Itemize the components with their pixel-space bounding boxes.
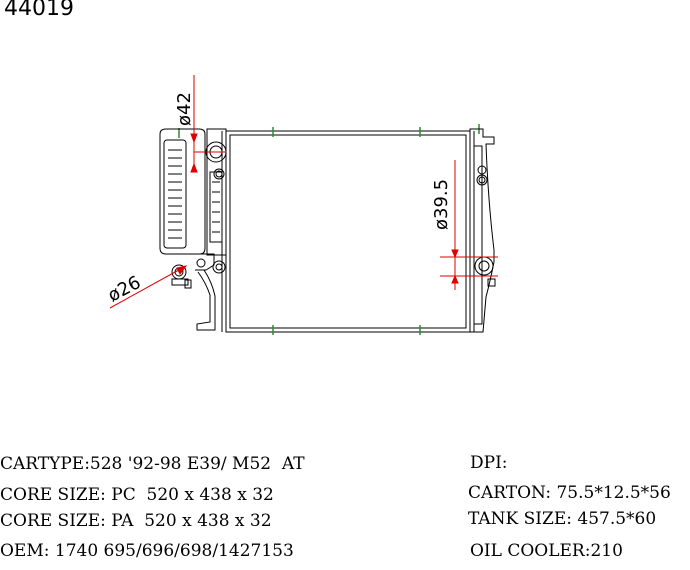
spec-oil-cooler: OIL COOLER:210 — [470, 541, 623, 561]
right-tank — [469, 128, 496, 333]
spec-core-size-pa: CORE SIZE: PA 520 x 438 x 32 — [0, 511, 272, 531]
radiator-drawing: ø42 ø39.5 ø26 — [104, 75, 498, 335]
spec-dpi: DPI: — [470, 453, 508, 473]
part-number-title: 44019 — [4, 0, 74, 21]
dimension-label-drain: ø26 — [104, 272, 144, 306]
dimension-lines — [109, 75, 498, 309]
spec-core-size-pc: CORE SIZE: PC 520 x 438 x 32 — [0, 485, 274, 505]
spec-tank-size: TANK SIZE: 457.5*60 — [468, 509, 657, 529]
left-tank-fins — [168, 149, 220, 239]
spec-cartype: CARTYPE:528 '92-98 E39/ M52 AT — [0, 454, 305, 474]
dimension-label-outlet: ø39.5 — [431, 179, 452, 230]
dimension-label-inlet: ø42 — [174, 92, 195, 126]
radiator-core — [221, 130, 475, 333]
left-tank — [159, 128, 227, 331]
spec-oem: OEM: 1740 695/696/698/1427153 — [0, 541, 294, 561]
core-mount-marks — [178, 124, 480, 335]
spec-carton: CARTON: 75.5*12.5*56 — [468, 483, 671, 503]
